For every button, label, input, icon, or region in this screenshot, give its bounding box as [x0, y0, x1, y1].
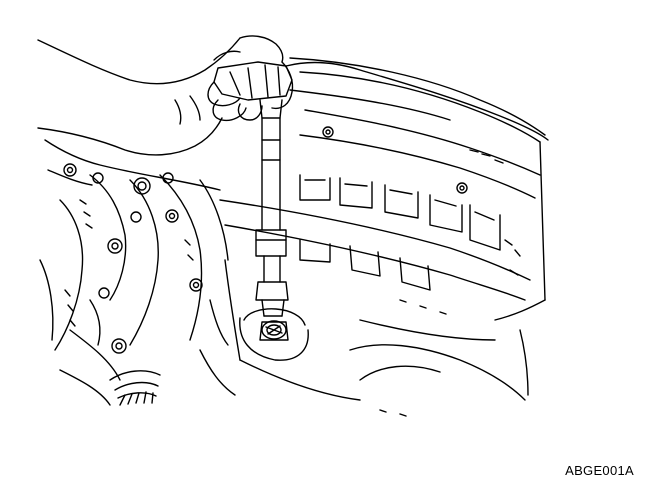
figure-code: ABGE001A — [565, 463, 634, 478]
engine-front-components — [39, 139, 229, 406]
cable — [285, 61, 549, 141]
engine-lower-block — [199, 259, 529, 417]
hand-holding-wrench — [37, 35, 294, 156]
spark-plug-wrench — [213, 61, 293, 317]
spark-plug-boss — [239, 308, 309, 361]
